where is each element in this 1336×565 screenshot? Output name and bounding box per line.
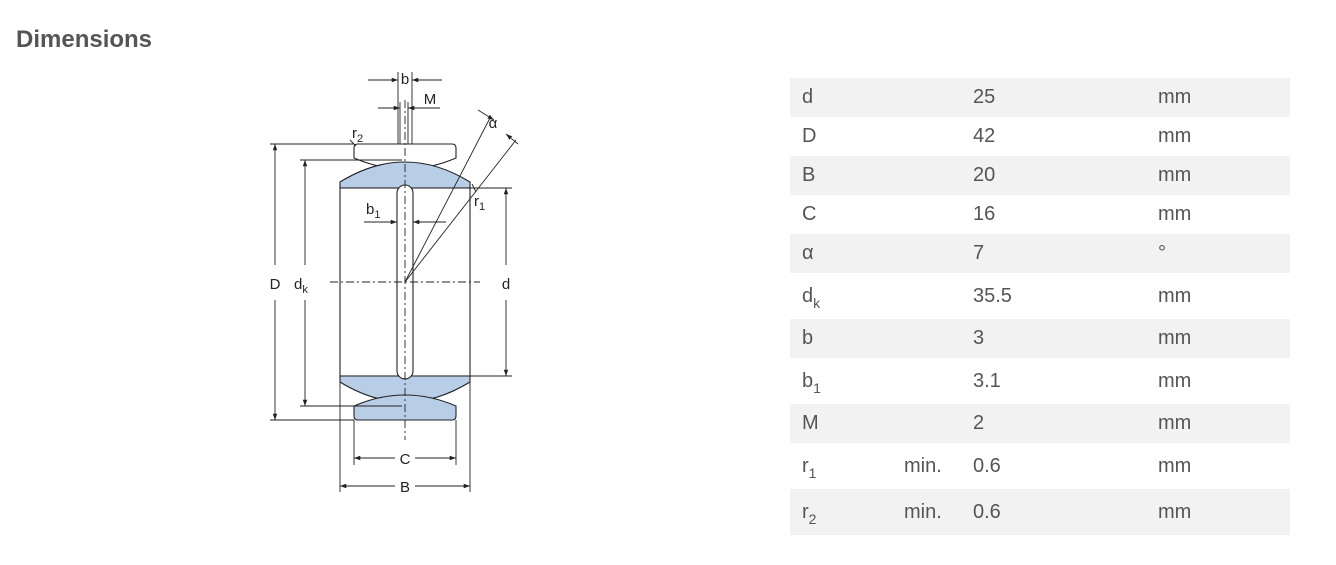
dimension-value: 2: [961, 404, 1146, 443]
dimension-unit: mm: [1146, 319, 1290, 358]
dimension-unit: mm: [1158, 203, 1192, 225]
dimensions-table: d 25 mm D 42 mm B 20 mm C 16 mm α 7 °: [790, 78, 1290, 535]
table-row: C 16 mm: [790, 195, 1290, 234]
dimension-value: 0.6: [973, 454, 1001, 477]
page-title: Dimensions: [16, 26, 153, 53]
dimension-symbol: d: [790, 78, 892, 117]
dimension-qualifier: [892, 156, 961, 195]
dimension-qualifier: [892, 234, 961, 273]
dimension-unit: mm: [1158, 454, 1192, 477]
dimension-symbol: B: [790, 156, 892, 195]
dimension-qualifier: [892, 319, 961, 358]
dimension-lines: [270, 72, 519, 492]
label-m: M: [424, 91, 437, 108]
dimension-value: 42: [973, 125, 996, 147]
dimension-unit: mm: [1158, 284, 1192, 307]
dimension-value: 20: [961, 156, 1146, 195]
dimension-unit: °: [1146, 234, 1290, 273]
bearing-diagram: b M α r2 r1 b1 D dk d C B: [270, 71, 519, 496]
dimension-unit: mm: [1158, 125, 1192, 147]
table-row: b1 3.1 mm: [790, 358, 1290, 404]
dimension-unit: mm: [1146, 78, 1290, 117]
dimension-value: 35.5: [973, 284, 1012, 307]
dimension-qualifier: [892, 358, 961, 404]
dimension-qualifier: [892, 195, 961, 234]
table-row: r1 min. 0.6 mm: [790, 443, 1290, 489]
dimension-qualifier: [892, 404, 961, 443]
table-row: D 42 mm: [790, 117, 1290, 156]
label-r1: r1: [474, 193, 485, 213]
dimension-qualifier: [892, 78, 961, 117]
dimension-value: 3.1: [973, 369, 1001, 392]
dimension-qualifier: [892, 117, 961, 156]
table-row: B 20 mm: [790, 156, 1290, 195]
label-b1: b1: [366, 201, 380, 221]
label-alpha: α: [489, 115, 498, 132]
table-row: r2 min. 0.6 mm: [790, 489, 1290, 535]
label-dk: dk: [294, 276, 308, 296]
label-b: b: [401, 71, 409, 88]
dimension-unit: mm: [1146, 156, 1290, 195]
table-row: α 7 °: [790, 234, 1290, 273]
dimension-value: 7: [961, 234, 1146, 273]
dimension-unit: mm: [1146, 489, 1290, 535]
table-row: d 25 mm: [790, 78, 1290, 117]
dimension-unit: mm: [1146, 404, 1290, 443]
table-row: M 2 mm: [790, 404, 1290, 443]
label-B: B: [400, 479, 410, 496]
dimension-value: 3: [961, 319, 1146, 358]
table-row: b 3 mm: [790, 319, 1290, 358]
dimension-value: 0.6: [961, 489, 1146, 535]
table-row: dk 35.5 mm: [790, 273, 1290, 319]
dimension-symbol: r1: [802, 454, 817, 481]
diagram-labels: b M α r2 r1 b1 D dk d C B: [270, 71, 511, 496]
dimension-symbol: C: [802, 203, 817, 225]
dimension-symbol: b1: [802, 369, 821, 396]
dimension-symbol: M: [790, 404, 892, 443]
dimension-value: 16: [973, 203, 996, 225]
dimension-symbol: D: [802, 125, 817, 147]
dimension-symbol: dk: [802, 284, 821, 311]
dimension-symbol: α: [790, 234, 892, 273]
label-d: d: [502, 276, 510, 293]
dimension-symbol: b: [790, 319, 892, 358]
dimension-qualifier: [892, 273, 961, 319]
dimension-qualifier: min.: [904, 454, 942, 477]
label-C: C: [400, 451, 411, 468]
dimension-unit: mm: [1158, 369, 1192, 392]
dimension-qualifier: min.: [892, 489, 961, 535]
label-r2: r2: [352, 125, 363, 145]
dimension-value: 25: [961, 78, 1146, 117]
dimension-symbol: r2: [790, 489, 892, 535]
label-D: D: [270, 276, 281, 293]
